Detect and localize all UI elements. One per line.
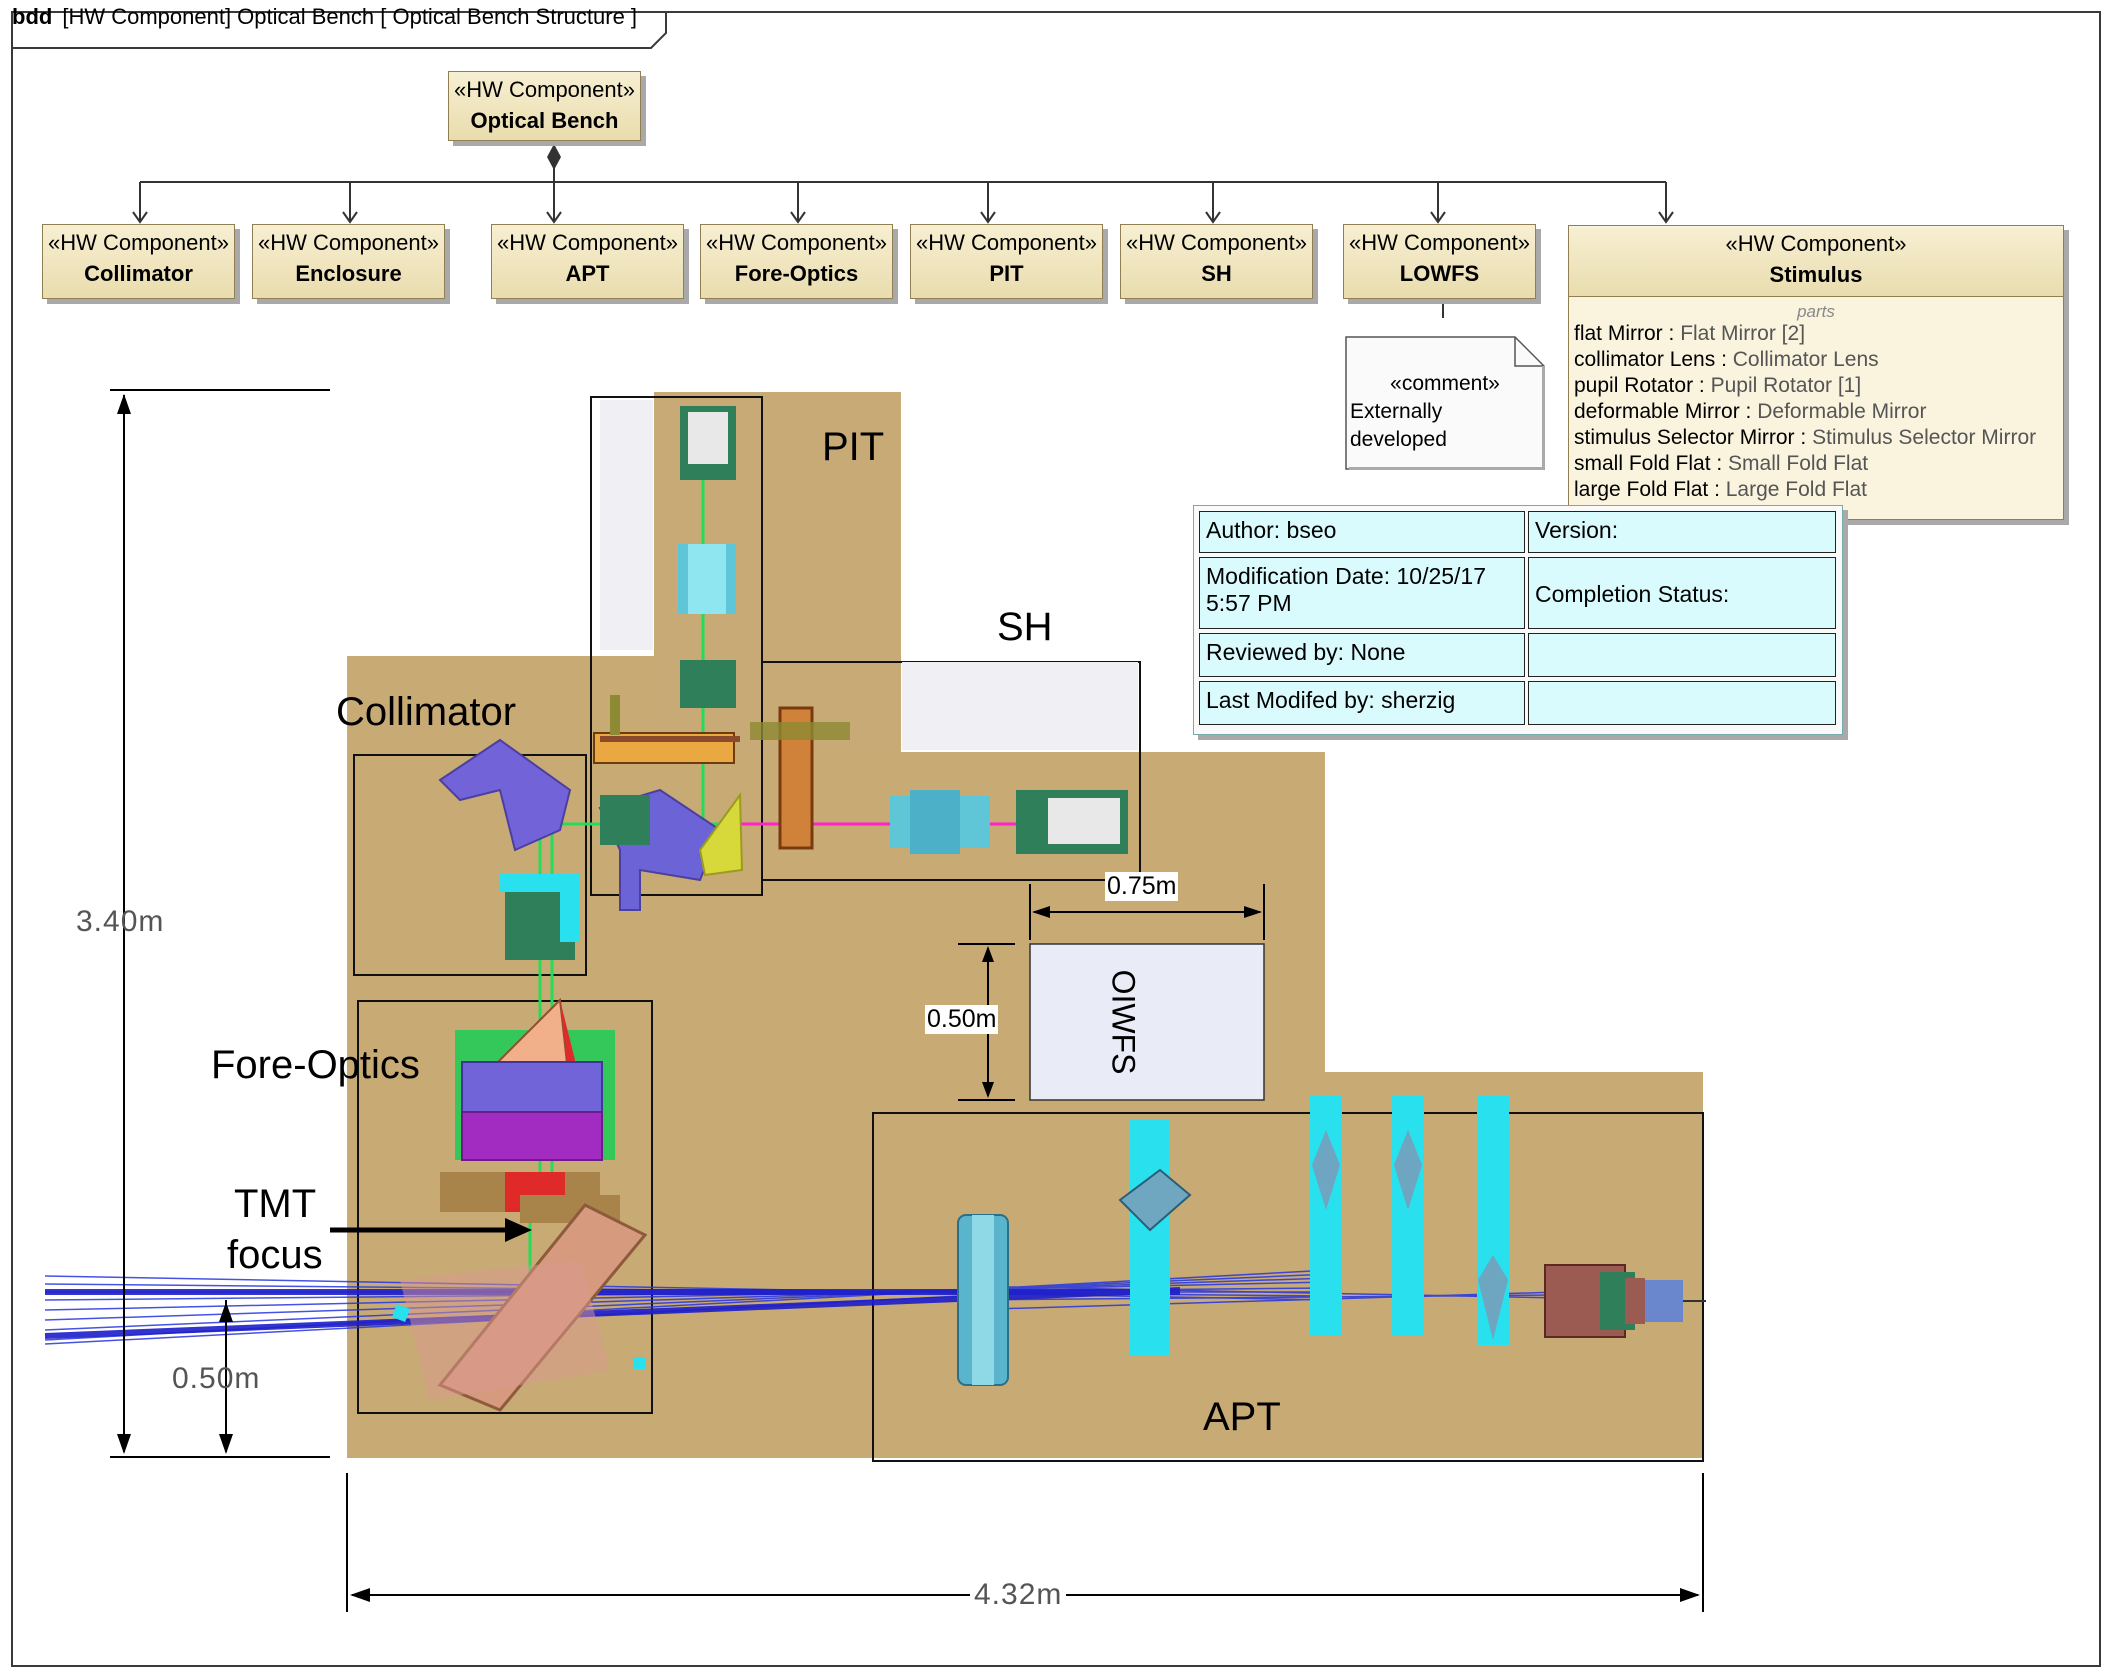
fore-optics-assembly [461,1061,603,1115]
part-type: Collimator Lens [1732,348,1879,371]
dim-oiwfs-height: 0.50m [925,1005,999,1034]
block-stereotype: «HW Component» [1349,230,1530,255]
part-name: small Fold Flat [1574,452,1711,475]
comment-line: developed [1350,428,1447,451]
label-collimator: Collimator [336,690,517,734]
part-name: deformable Mirror [1574,400,1740,423]
block-lowfs[interactable]: «HW Component» LOWFS [1343,224,1536,299]
label-focus: focus [227,1233,323,1277]
frame-kind: bdd [12,4,53,29]
dim-height: 3.40m [76,905,165,938]
part-type: Pupil Rotator [1] [1710,374,1862,397]
info-empty-cell [1528,633,1836,677]
part-name: flat Mirror [1574,322,1663,345]
composition-diamond [547,144,561,170]
oiwfs-box [1029,943,1265,1101]
block-stimulus[interactable]: «HW Component» Stimulus parts flat Mirro… [1568,225,2064,520]
block-name: SH [1201,261,1232,286]
comment-body: «comment» Externally developed [1350,370,1540,454]
frame-title: bdd [HW Component] Optical Bench [ Optica… [12,2,637,32]
label-pit: PIT [822,425,885,469]
fore-optics-outline [357,1000,653,1414]
diagram-info-table: Author: bseo Version: Modification Date:… [1193,505,1843,735]
block-name: APT [565,261,610,286]
block-stereotype: «HW Component» [48,230,229,255]
part-type: Flat Mirror [2] [1680,322,1806,345]
block-optical-bench[interactable]: «HW Component» Optical Bench [448,71,641,141]
part-type: Large Fold Flat [1725,478,1867,501]
apt-outline [872,1112,1704,1462]
part-row[interactable]: stimulus Selector Mirror : Stimulus Sele… [1574,426,2037,449]
part-type: Deformable Mirror [1757,400,1927,423]
block-pit[interactable]: «HW Component» PIT [910,224,1103,299]
part-row[interactable]: flat Mirror : Flat Mirror [2] [1574,322,1806,345]
sh-void [902,662,1138,750]
part-type: Small Fold Flat [1728,452,1869,475]
frame-title-text: [HW Component] Optical Bench [ Optical B… [62,4,638,29]
collimator-mirror [438,738,572,852]
part-row[interactable]: deformable Mirror : Deformable Mirror [1574,400,1927,423]
info-mod-line: Modification Date: 10/25/17 [1206,563,1487,589]
diagram-frame [11,11,2101,1667]
block-name: Enclosure [295,261,402,286]
label-apt: APT [1203,1395,1281,1439]
dim-beam: 0.50m [172,1362,261,1395]
comment-line: Externally [1350,400,1443,423]
pit-outline [590,396,763,896]
block-stereotype: «HW Component» [258,230,439,255]
label-tmt: TMT [234,1182,317,1226]
frame-tab [11,11,667,49]
comment-note[interactable] [1345,336,1545,470]
apt-lens-2 [1130,1120,1170,1355]
block-stereotype: «HW Component» [916,230,1097,255]
block-name: Collimator [84,261,193,286]
dimension-lines [110,389,1704,1612]
collimator-outline [353,754,587,976]
block-name: PIT [989,261,1024,286]
block-stereotype: «HW Component» [497,230,678,255]
part-name: stimulus Selector Mirror [1574,426,1795,449]
pit-upper-void [600,400,653,650]
dim-oiwfs-width: 0.75m [1105,872,1179,901]
info-last-modified: Last Modifed by: sherzig [1199,681,1525,725]
comment-stereotype: «comment» [1390,372,1500,395]
info-empty-cell [1528,681,1836,725]
info-completion-status: Completion Status: [1528,557,1836,629]
dim-width: 4.32m [970,1578,1067,1612]
block-sh[interactable]: «HW Component» SH [1120,224,1313,299]
block-name: Stimulus [1769,262,1863,287]
parts-compartment-title: parts [1797,302,1835,321]
block-stereotype: «HW Component» [454,77,635,102]
info-modification-date: Modification Date: 10/25/17 5:57 PM [1199,557,1525,629]
label-sh: SH [997,605,1053,649]
block-apt[interactable]: «HW Component» APT [491,224,684,299]
info-reviewed: Reviewed by: None [1199,633,1525,677]
part-row[interactable]: collimator Lens : Collimator Lens [1574,348,1879,371]
part-name: large Fold Flat [1574,478,1709,501]
info-mod-line: 5:57 PM [1206,590,1292,616]
block-collimator[interactable]: «HW Component» Collimator [42,224,235,299]
block-stereotype: «HW Component» [1725,231,1907,256]
part-row[interactable]: small Fold Flat : Small Fold Flat [1574,452,1869,475]
block-stereotype: «HW Component» [706,230,887,255]
block-enclosure[interactable]: «HW Component» Enclosure [252,224,445,299]
block-name: Optical Bench [470,108,619,133]
part-row[interactable]: large Fold Flat : Large Fold Flat [1574,478,1867,501]
part-name: pupil Rotator [1574,374,1694,397]
part-type: Stimulus Selector Mirror [1812,426,2037,449]
stimulus-header: «HW Component» Stimulus [1569,228,2063,297]
block-fore-optics[interactable]: «HW Component» Fore-Optics [700,224,893,299]
label-fore-optics: Fore-Optics [211,1043,420,1087]
block-name: LOWFS [1399,261,1480,286]
block-stereotype: «HW Component» [1126,230,1307,255]
info-version: Version: [1528,511,1836,553]
part-row[interactable]: pupil Rotator : Pupil Rotator [1] [1574,374,1862,397]
info-author: Author: bseo [1199,511,1525,553]
part-name: collimator Lens [1574,348,1716,371]
block-name: Fore-Optics [734,261,859,286]
label-oiwfs: OIWFS [1105,969,1142,1075]
